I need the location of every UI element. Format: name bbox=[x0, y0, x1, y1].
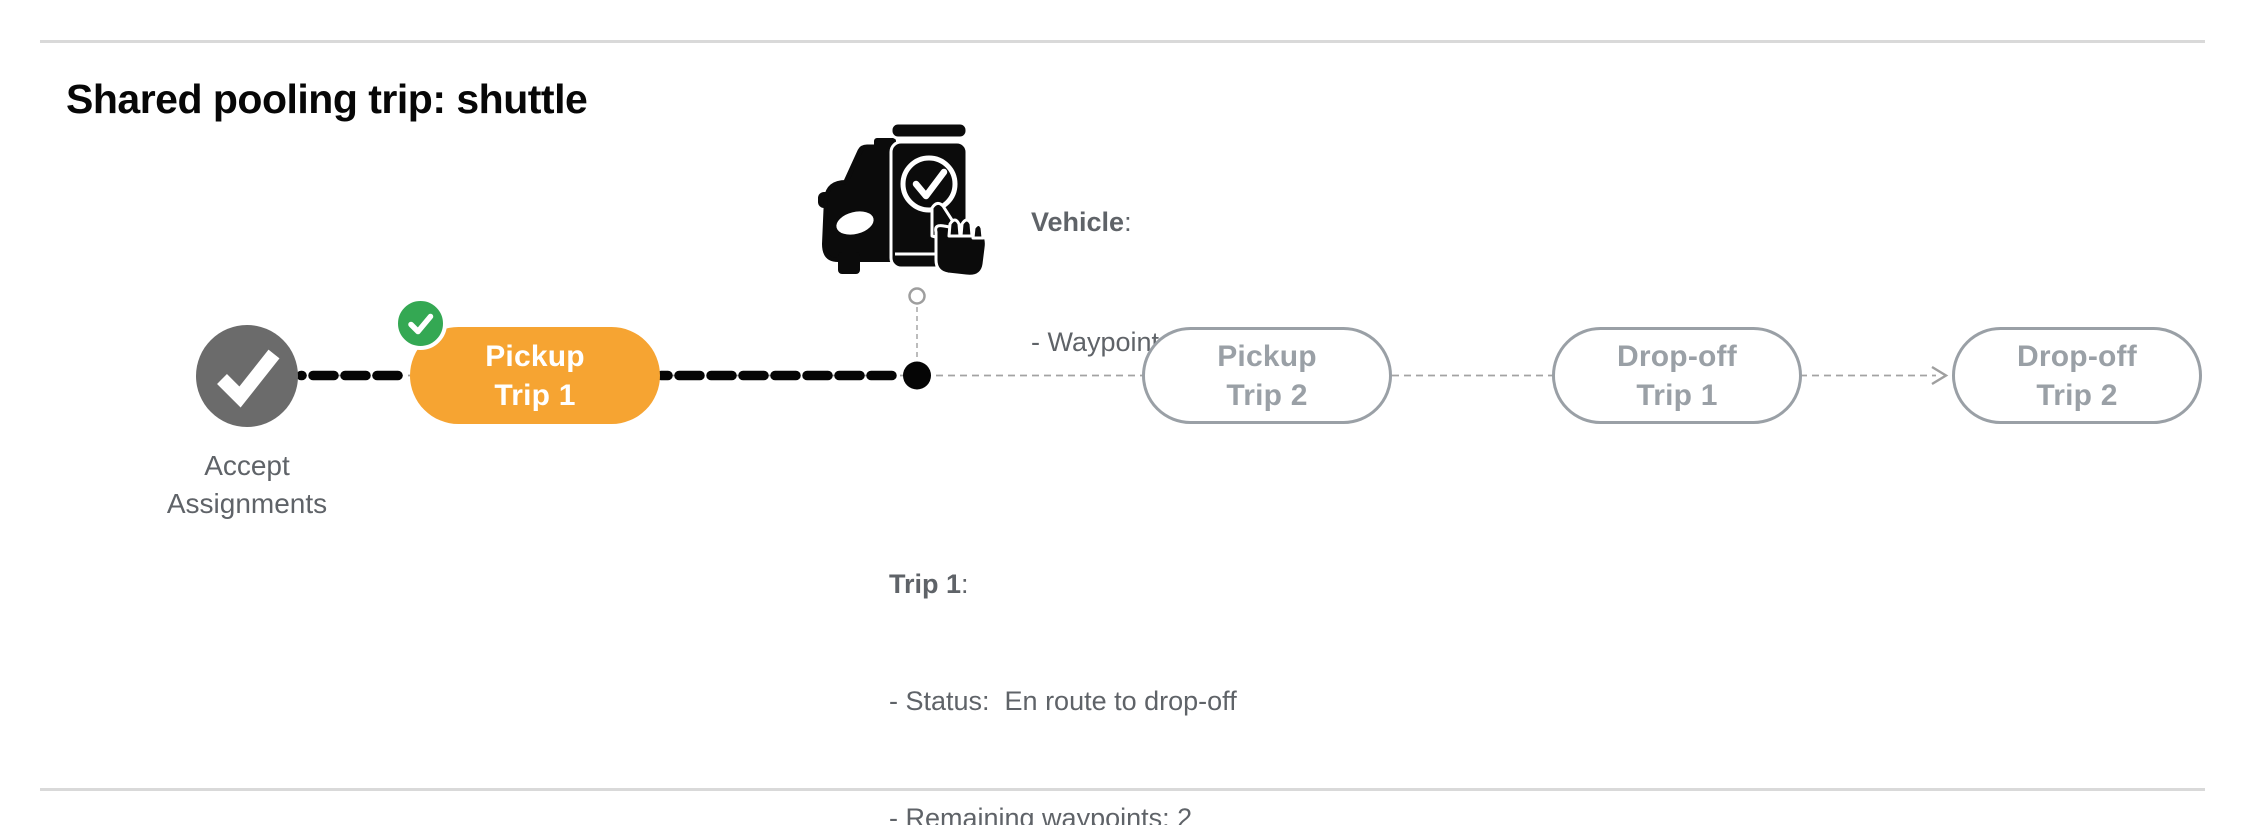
pill-label-line2: Trip 2 bbox=[1226, 378, 1308, 412]
vehicle-anchor-circle-icon bbox=[908, 287, 926, 305]
bottom-divider bbox=[40, 788, 2205, 791]
pill-label-line1: Pickup bbox=[1217, 339, 1317, 373]
node-pickup-trip-1: Pickup Trip 1 bbox=[410, 327, 660, 424]
pill-label-line1: Drop-off bbox=[2017, 339, 2137, 373]
checkmark-icon bbox=[408, 313, 434, 335]
vehicle-phone-confirm-icon bbox=[818, 121, 988, 278]
node-accept-assignments bbox=[196, 325, 298, 427]
node-dropoff-trip-1: Drop-off Trip 1 bbox=[1552, 327, 1802, 424]
pill-label-line2: Trip 1 bbox=[1636, 378, 1718, 412]
top-divider bbox=[40, 40, 2205, 43]
pill-label-line2: Trip 2 bbox=[2036, 378, 2118, 412]
completed-check-badge bbox=[394, 297, 447, 350]
trip1-title: Trip 1: bbox=[889, 569, 969, 599]
trip-info-block: Trip 1: - Status: En route to drop-off -… bbox=[889, 487, 1237, 825]
trip1-remaining-line: - Remaining waypoints: 2 bbox=[889, 803, 1193, 825]
node-pickup-trip-2: Pickup Trip 2 bbox=[1142, 327, 1392, 424]
page-title: Shared pooling trip: shuttle bbox=[66, 76, 588, 122]
trip1-status-line: - Status: En route to drop-off bbox=[889, 686, 1237, 716]
pill-label-line2: Trip 1 bbox=[494, 378, 576, 412]
pill-label-line1: Pickup bbox=[485, 339, 585, 373]
vehicle-position-dot bbox=[903, 361, 931, 390]
vehicle-info-title: Vehicle: bbox=[1031, 207, 1132, 237]
route-arrowhead-icon bbox=[1931, 365, 1949, 386]
node-dropoff-trip-2: Drop-off Trip 2 bbox=[1952, 327, 2202, 424]
pill-label-line1: Drop-off bbox=[1617, 339, 1737, 373]
checkmark-icon bbox=[217, 349, 280, 408]
accept-assignments-label: Accept Assignments bbox=[166, 450, 328, 519]
